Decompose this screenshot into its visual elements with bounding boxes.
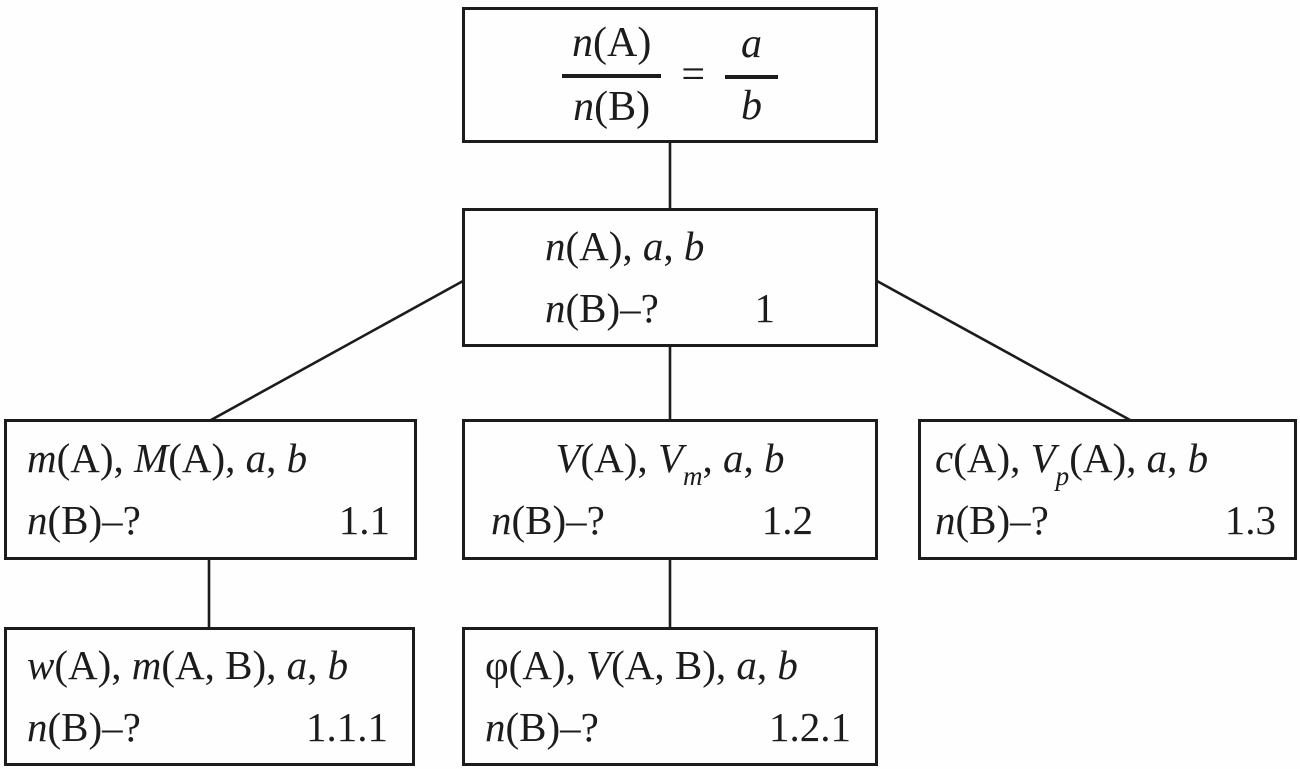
node-1-given: n(A), a, b [545,223,705,270]
node-1-3: c(A), Vp(A), a, b n(B)–? 1.3 [918,419,1297,560]
node-1-1-given: m(A), M(A), a, b [27,435,308,482]
node-1-1-1-question-row: n(B)–? 1.1.1 [7,703,412,750]
mole-ratio-formula: n(A) n(B) = a b [465,10,875,140]
node-1: n(A), a, b n(B)–? 1 [462,208,878,347]
lhs-fraction: n(A) n(B) [562,20,662,130]
rhs-denominator: b [741,83,762,129]
node-1-2-question: n(B)–? [491,496,605,543]
node-1-1-question: n(B)–? [27,496,141,543]
equals-sign: = [681,51,705,98]
lhs-denominator: n(B) [573,84,651,130]
rhs-fraction: a b [725,21,778,129]
node-1-question-row: n(B)–? 1 [465,284,875,331]
node-1-2: V(A), Vm, a, b n(B)–? 1.2 [462,419,878,560]
node-1-2-label: 1.2 [761,496,813,543]
edge-1-to-1-1 [210,279,464,422]
lhs-numerator: n(A) [562,20,662,78]
node-root-formula: n(A) n(B) = a b [462,7,878,143]
node-1-2-1-given: φ(A), V(A, B), a, b [485,642,798,689]
node-1-1-1-question: n(B)–? [27,703,141,750]
node-1-2-1-label: 1.2.1 [769,703,851,750]
node-1-3-question: n(B)–? [935,496,1049,543]
node-1-label: 1 [754,284,776,331]
node-1-question: n(B)–? [545,284,659,331]
node-1-1: m(A), M(A), a, b n(B)–? 1.1 [4,419,417,560]
node-1-1-question-row: n(B)–? 1.1 [7,496,414,543]
node-1-2-question-row: n(B)–? 1.2 [465,496,875,543]
node-1-3-label: 1.3 [1224,496,1276,543]
node-1-3-given: c(A), Vp(A), a, b [935,435,1209,491]
node-1-1-1: w(A), m(A, B), a, b n(B)–? 1.1.1 [4,627,415,766]
node-1-1-1-given: w(A), m(A, B), a, b [27,642,349,689]
node-1-2-given: V(A), Vm, a, b [555,435,785,491]
node-1-2-1-question: n(B)–? [485,703,599,750]
node-1-2-1-question-row: n(B)–? 1.2.1 [465,703,875,750]
node-1-3-question-row: n(B)–? 1.3 [921,496,1294,543]
node-1-2-1: φ(A), V(A, B), a, b n(B)–? 1.2.1 [462,627,878,766]
rhs-numerator: a [725,21,778,79]
node-1-1-1-label: 1.1.1 [306,703,388,750]
node-1-1-label: 1.1 [338,496,390,543]
edge-1-to-1-3 [876,279,1131,422]
